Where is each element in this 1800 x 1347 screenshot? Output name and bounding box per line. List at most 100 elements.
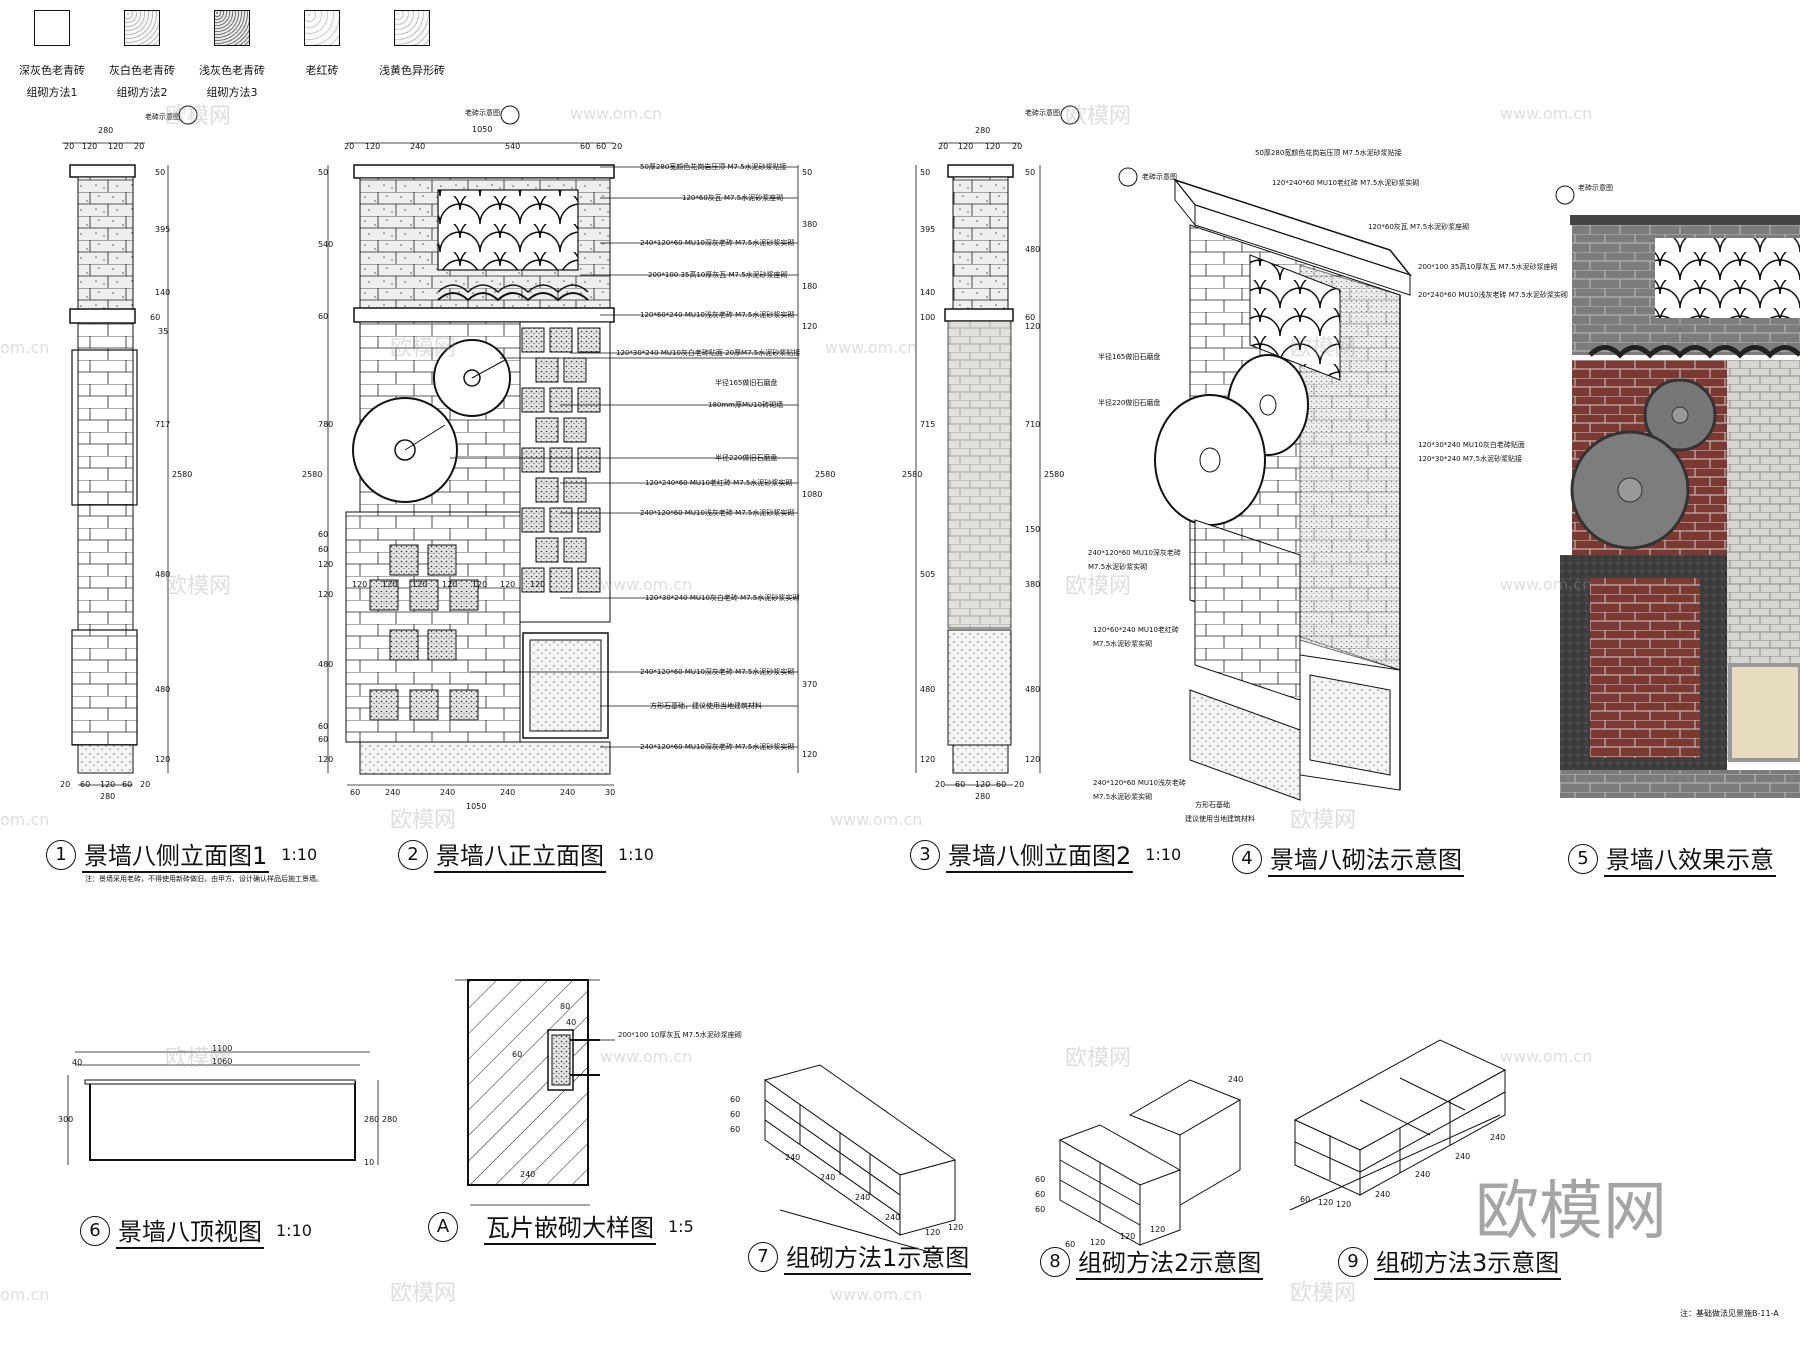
annotation: 方形石基础 [1195, 801, 1230, 809]
title-text: 瓦片嵌砌大样图 [484, 1208, 656, 1245]
watermark-url: www.om.cn [830, 1285, 923, 1304]
dim-label: 240 [1415, 1170, 1431, 1179]
watermark-brand: 欧模网 [1290, 1281, 1357, 1306]
dim-label: 710 [1025, 420, 1041, 429]
legend-label: 老红砖 [305, 64, 339, 77]
annotation: 半径220做旧石磨盘 [715, 454, 778, 462]
annotation: 240*120*60 MU10深灰老砖 M7.5水泥砂浆实砌 [640, 239, 795, 247]
dim-label: 240 [520, 1170, 536, 1179]
dim-label: 120 [1090, 1238, 1106, 1247]
dim-label: 120 [1150, 1225, 1166, 1234]
dim-label: 40 [566, 1018, 577, 1027]
dim-label: 120 [352, 580, 368, 589]
dim-label: 240 [440, 788, 456, 797]
dim-label: 2580 [302, 470, 323, 479]
rendered-effect [1560, 215, 1800, 798]
side-elevation-1 [62, 142, 169, 786]
dim-label: 35 [158, 327, 169, 336]
dim-label: 120 [155, 755, 171, 764]
dim-label: 120 [948, 1223, 964, 1232]
dim-label: 395 [920, 225, 936, 234]
watermark-url: www.om.cn [1500, 575, 1593, 594]
annotation: 建议使用当地建筑材料 [1185, 815, 1255, 823]
title-text: 景墙八侧立面图2 [946, 836, 1134, 873]
dim-label: 240 [785, 1153, 801, 1162]
watermark-url: www.om.cn [570, 104, 663, 123]
title-scale: 1:10 [1145, 845, 1182, 864]
dim-label: 60 [1035, 1205, 1046, 1214]
dim-label: 50 [155, 168, 166, 177]
title-scale: 1:10 [618, 845, 654, 864]
dim-label: 120 [802, 750, 818, 759]
watermark-brand: 欧模网 [1290, 808, 1357, 833]
title-number: 5 [1568, 843, 1598, 874]
dim-label: 280 [382, 1115, 398, 1124]
dim-label: 120 [1336, 1200, 1352, 1209]
dim-label: 280 [100, 792, 116, 801]
dim-label: 395 [155, 225, 171, 234]
dim-label: 60 [318, 735, 329, 744]
legend-label: 浅灰色老青砖 [199, 64, 265, 77]
watermark-url: www.om.cn [830, 810, 923, 829]
dim-label: 480 [155, 570, 171, 579]
dim-label: 120 [530, 580, 546, 589]
dim-label: 120 [442, 580, 458, 589]
dim-label: 240 [500, 788, 516, 797]
annotation: 200*100 35高10厚灰瓦 M7.5水泥砂浆座砌 [648, 271, 788, 279]
dim-label: 120 [1025, 755, 1041, 764]
title-7: 7 组砌方法1示意图 [748, 1238, 972, 1275]
legend-sub: 组砌方法1 [26, 86, 78, 99]
dim-label: 60 [80, 780, 91, 789]
dim-label: 780 [318, 420, 334, 429]
dim-label: 120 [1318, 1198, 1334, 1207]
dim-label: 1060 [212, 1057, 233, 1066]
title-number: A [428, 1211, 458, 1242]
dim-label: 280 [975, 792, 991, 801]
dim-label: 120 [318, 755, 334, 764]
title-8: 8 组砌方法2示意图 [1040, 1243, 1264, 1280]
dim-label: 540 [505, 142, 521, 151]
title-text: 景墙八砌法示意图 [1268, 840, 1464, 877]
annotation: 180mm厚MU10砖砌墙 [708, 401, 784, 409]
annotation: 方形石基础，建议使用当地建筑材料 [650, 702, 762, 710]
title-3: 3 景墙八侧立面图2 1:10 [910, 836, 1181, 873]
title-6: 6 景墙八顶视图 1:10 [80, 1212, 312, 1249]
ref-label: 老砖示意图 [465, 109, 500, 117]
dim-label: 1050 [472, 125, 493, 134]
watermark-brand: 欧模网 [1065, 104, 1132, 129]
dim-label: 280 [975, 126, 991, 135]
watermark-brand: 欧模网 [165, 104, 232, 129]
dim-label: 120 [472, 580, 488, 589]
dim-label: 20 [1014, 780, 1025, 789]
title-number: 3 [910, 839, 940, 870]
annotation: 240*120*60 MU10深灰老砖 [1088, 549, 1181, 557]
dim-label: 20 [64, 142, 75, 151]
annotation: 240*120*60 MU10浅灰老砖 M7.5水泥砂浆实砌 [640, 509, 795, 517]
dim-label: 60 [122, 780, 133, 789]
title-a: A 瓦片嵌砌大样图 1:5 [428, 1208, 694, 1245]
dim-label: 60 [1300, 1195, 1311, 1204]
ref-bubbles [178, 105, 1575, 205]
title-number: 4 [1232, 843, 1262, 874]
annotation: 120*240*60 MU10老红砖 M7.5水泥砂浆实砌 [1272, 179, 1420, 187]
annotation: 120*60*240 MU10老红砖 [1093, 626, 1179, 634]
title-scale: 1:5 [668, 1217, 694, 1236]
legend-sub: 组砌方法3 [206, 86, 258, 99]
dim-label: 120 [975, 780, 991, 789]
legend-item-1: 深灰色老青砖 组砌方法1 [12, 10, 92, 100]
dim-label: 150 [1025, 525, 1041, 534]
dim-label: 120 [958, 142, 974, 151]
dim-label: 1100 [212, 1044, 233, 1053]
note-bottom: 注：基础做法见景施B-11-A [1680, 1309, 1779, 1318]
dim-label: 60 [580, 142, 591, 151]
dim-label: 20 [935, 780, 946, 789]
title-text: 组砌方法3示意图 [1374, 1243, 1562, 1280]
annotation: M7.5水泥砂浆实砌 [1088, 563, 1148, 571]
title-number: 7 [748, 1241, 778, 1272]
dim-label: 20 [1012, 142, 1023, 151]
watermark-url: www.om.cn [825, 338, 918, 357]
title-2: 2 景墙八正立面图 1:10 [398, 836, 654, 873]
dim-label: 2580 [1044, 470, 1065, 479]
title-text: 组砌方法1示意图 [784, 1238, 972, 1275]
